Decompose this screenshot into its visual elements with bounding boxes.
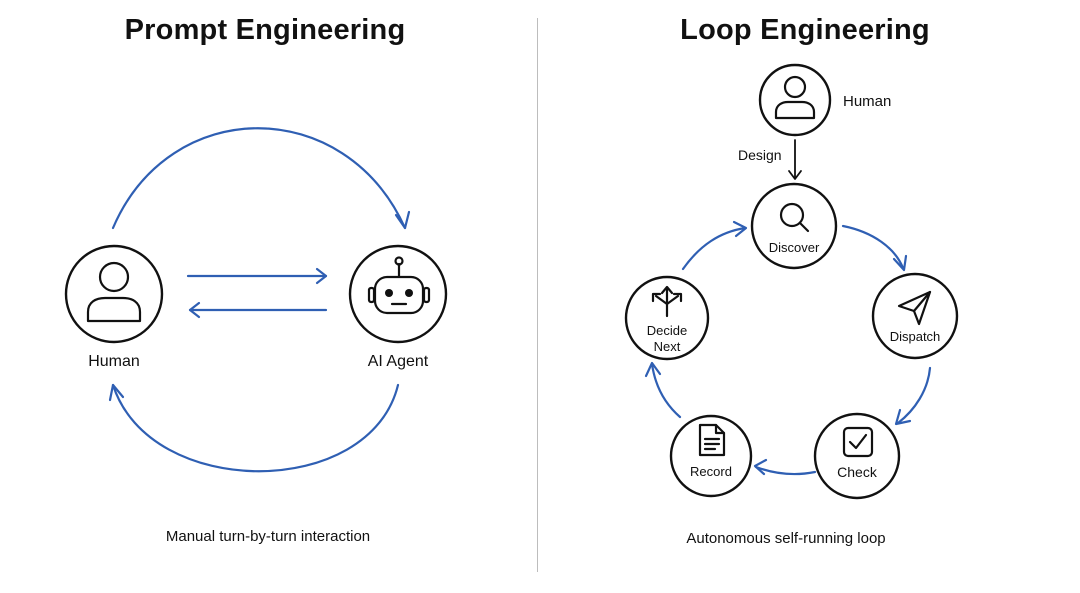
branch-arrows-icon (651, 285, 683, 318)
bottom-arc-arrow (111, 383, 400, 473)
decide-next-node: Decide Next (624, 275, 710, 361)
right-arrowhead (315, 267, 328, 285)
checkbox-icon (842, 426, 874, 458)
record-label: Record (690, 464, 732, 479)
prompt-engineering-title: Prompt Engineering (124, 14, 406, 46)
ai-agent-node-circle (348, 244, 448, 344)
discover-node: Discover (750, 182, 838, 270)
arrowhead-discover-to-dispatch (892, 254, 908, 272)
person-icon (774, 75, 816, 120)
arrowhead-dispatch-to-check (894, 408, 912, 426)
top-arc-arrow (111, 127, 407, 230)
arrow-dispatch-to-check (896, 366, 932, 425)
robot-icon (367, 256, 431, 315)
decide-label-line1: Decide (647, 323, 687, 338)
human-label-left: Human (88, 353, 140, 370)
record-node: Record (669, 414, 753, 498)
prompt-engineering-caption: Manual turn-by-turn interaction (165, 528, 371, 545)
human-node-left (64, 244, 164, 344)
human-node-circle (64, 244, 164, 344)
dispatch-label: Dispatch (890, 329, 941, 344)
arrowhead-record-to-decide (644, 361, 662, 378)
ai-agent-label: AI Agent (368, 353, 429, 370)
panel-divider (537, 18, 538, 572)
arrowhead-check-to-record (753, 458, 768, 476)
arrowhead-decide-to-discover (732, 220, 748, 238)
human-node-circle-right (758, 63, 832, 137)
arrow-decide-to-discover (681, 226, 747, 271)
ai-agent-node (348, 244, 448, 344)
design-arrowhead (788, 170, 802, 180)
arrow-discover-to-dispatch (841, 224, 905, 270)
send-icon (897, 290, 932, 326)
document-icon (698, 423, 726, 457)
decide-label-line2: Next (654, 339, 681, 354)
search-icon (779, 202, 810, 233)
check-label: Check (837, 464, 878, 480)
human-label-right: Human (843, 93, 891, 110)
loop-engineering-title: Loop Engineering (680, 14, 930, 46)
person-icon (86, 261, 142, 323)
bottom-arc-arrowhead (108, 383, 125, 402)
loop-engineering-caption: Autonomous self-running loop (686, 530, 886, 547)
discover-label: Discover (769, 240, 820, 255)
arrow-check-to-record (754, 465, 817, 476)
left-arrowhead (188, 301, 201, 319)
arrow-record-to-decide (650, 362, 682, 419)
human-node-right (758, 63, 832, 137)
check-node: Check (813, 412, 901, 500)
design-label: Design (738, 147, 782, 163)
top-arc-arrowhead (394, 210, 411, 230)
dispatch-node: Dispatch (871, 272, 959, 360)
